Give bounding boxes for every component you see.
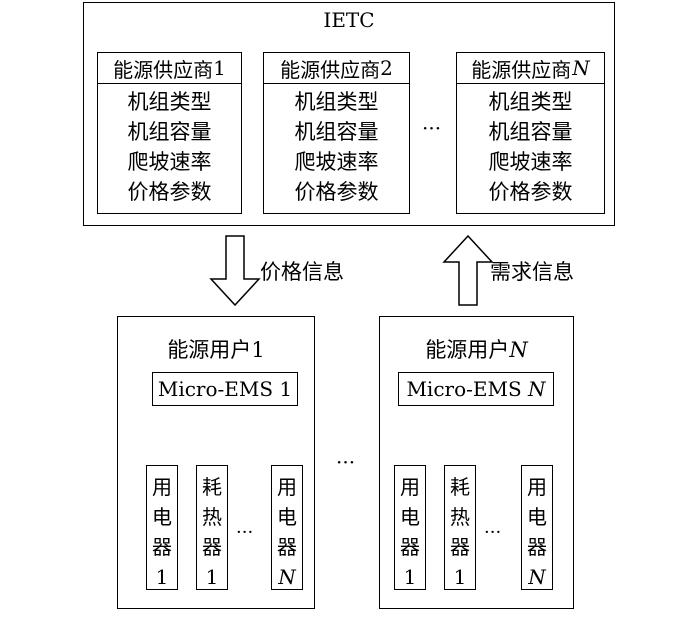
attribute-item: 价格参数 (488, 180, 573, 204)
user-index-n: N (509, 338, 528, 362)
micro-ems-index-1: 1 (279, 377, 293, 401)
micro-ems-label-1: Micro-EMS 1 (157, 377, 293, 401)
device-ellipsis-usern: ··· (484, 522, 502, 543)
device-ellipsis-user1: ··· (236, 522, 254, 543)
device-index: N (528, 565, 546, 589)
attribute-item: 价格参数 (294, 180, 379, 204)
attribute-item: 爬坡速率 (127, 150, 212, 174)
price-info-label: 价格信息 (260, 260, 344, 284)
up-arrow-icon (442, 234, 494, 306)
user-ellipsis: ··· (336, 450, 356, 474)
attribute-item: 机组容量 (127, 120, 212, 144)
device-index: 1 (155, 565, 169, 589)
user-index-1: 1 (251, 338, 265, 362)
device-box-user1-1: 用 电 器 1 (146, 465, 178, 590)
supplier-ellipsis: ··· (422, 116, 442, 140)
device-index: 1 (403, 565, 417, 589)
attribute-item: 机组容量 (294, 120, 379, 144)
attribute-item: 爬坡速率 (488, 150, 573, 174)
device-index: N (278, 565, 296, 589)
attribute-item: 机组类型 (488, 90, 573, 114)
attribute-item: 机组容量 (488, 120, 573, 144)
user-title-1: 能源用户1 (167, 338, 265, 362)
device-box-usern-2: 耗 热 器 1 (444, 465, 476, 590)
supplier-attributes-n: 机组类型 机组容量 爬坡速率 价格参数 (457, 87, 604, 207)
supplier-attributes-1: 机组类型 机组容量 爬坡速率 价格参数 (98, 87, 241, 207)
attribute-item: 爬坡速率 (294, 150, 379, 174)
device-index: 1 (453, 565, 467, 589)
supplier-index-n: N (572, 56, 590, 80)
micro-ems-box-1 (152, 372, 298, 406)
device-box-usern-n: 用 电 器 N (521, 465, 553, 590)
device-index: 1 (205, 565, 219, 589)
device-box-usern-1: 用 电 器 1 (394, 465, 426, 590)
supplier-attributes-2: 机组类型 机组容量 爬坡速率 价格参数 (264, 87, 409, 207)
device-box-user1-2: 耗 热 器 1 (196, 465, 228, 590)
micro-ems-index-n: N (528, 377, 546, 401)
micro-ems-box-n (398, 372, 554, 406)
attribute-item: 机组类型 (127, 90, 212, 114)
user-title-n: 能源用户N (425, 338, 528, 362)
ietc-title: IETC (323, 8, 375, 32)
down-arrow-icon (209, 235, 261, 307)
micro-ems-label-n: Micro-EMS N (406, 377, 546, 401)
attribute-item: 机组类型 (294, 90, 379, 114)
attribute-item: 价格参数 (127, 180, 212, 204)
supplier-index-1: 1 (213, 56, 226, 80)
device-box-user1-n: 用 电 器 N (271, 465, 303, 590)
supplier-index-2: 2 (380, 56, 393, 80)
demand-info-label: 需求信息 (490, 260, 574, 284)
